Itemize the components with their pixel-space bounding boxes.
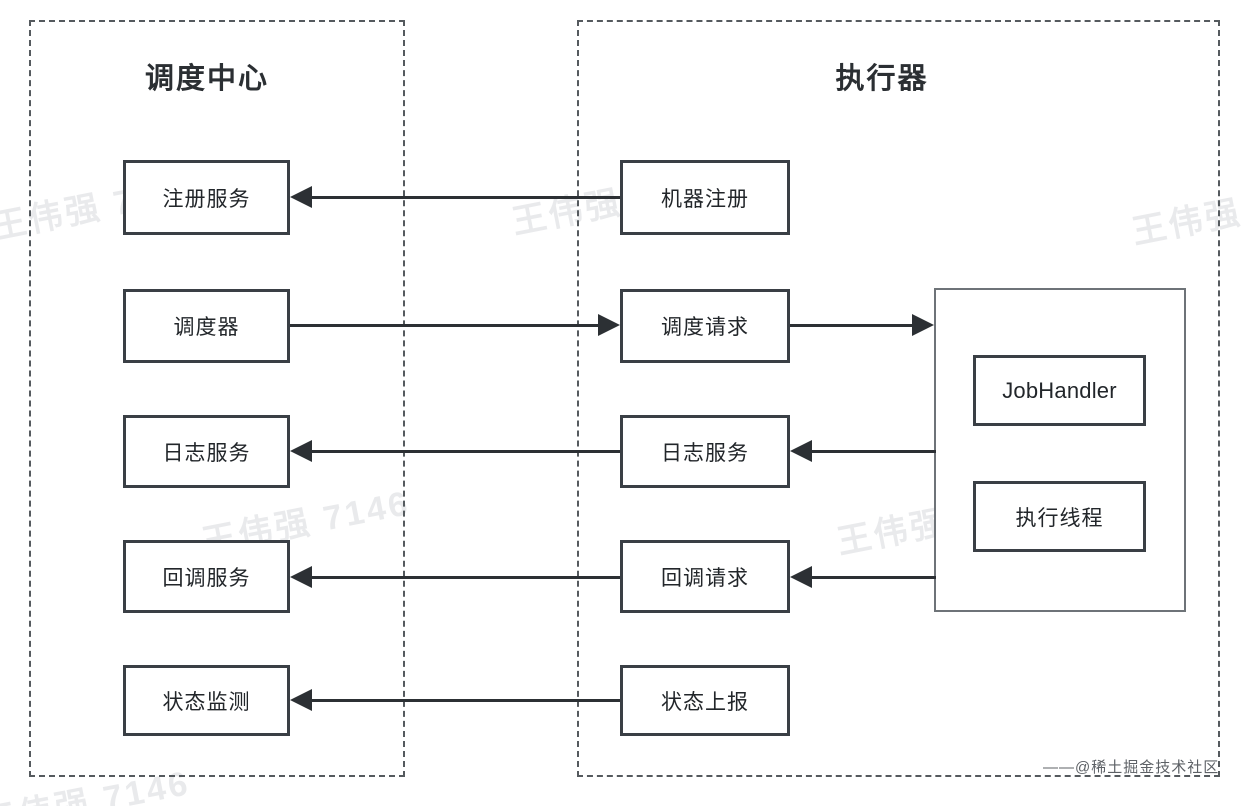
edge-machine-register-to-register-service (312, 196, 620, 199)
node-scheduler[interactable]: 调度器 (123, 289, 290, 363)
edge-container-to-callback-request (812, 576, 936, 579)
node-schedule-request[interactable]: 调度请求 (620, 289, 790, 363)
edge-status-report-to-status-monitor (312, 699, 620, 702)
node-execute-thread[interactable]: 执行线程 (973, 481, 1146, 552)
edge-log-executor-to-log-scheduler (312, 450, 620, 453)
node-log-service-executor[interactable]: 日志服务 (620, 415, 790, 488)
arrowhead-right-icon (912, 314, 934, 336)
edge-scheduler-to-schedule-request (290, 324, 598, 327)
edge-container-to-log-executor (812, 450, 936, 453)
arrowhead-right-icon (598, 314, 620, 336)
edge-schedule-request-to-container (790, 324, 912, 327)
arrowhead-left-icon (790, 440, 812, 462)
arrowhead-left-icon (290, 566, 312, 588)
node-machine-register[interactable]: 机器注册 (620, 160, 790, 235)
node-register-service[interactable]: 注册服务 (123, 160, 290, 235)
edge-callback-request-to-callback-service (312, 576, 620, 579)
node-status-report[interactable]: 状态上报 (620, 665, 790, 736)
executor-runtime-container (934, 288, 1186, 612)
node-callback-request[interactable]: 回调请求 (620, 540, 790, 613)
arrowhead-left-icon (290, 186, 312, 208)
node-status-monitor[interactable]: 状态监测 (123, 665, 290, 736)
arrowhead-left-icon (790, 566, 812, 588)
attribution-label: ——@稀土掘金技术社区 (1043, 759, 1220, 776)
arrowhead-left-icon (290, 440, 312, 462)
arrowhead-left-icon (290, 689, 312, 711)
executor-zone-title: 执行器 (835, 63, 929, 95)
node-jobhandler[interactable]: JobHandler (973, 355, 1146, 426)
node-log-service-scheduler[interactable]: 日志服务 (123, 415, 290, 488)
scheduler-zone (29, 20, 405, 777)
node-callback-service[interactable]: 回调服务 (123, 540, 290, 613)
executor-zone (577, 20, 1220, 777)
scheduler-zone-title: 调度中心 (144, 63, 270, 95)
